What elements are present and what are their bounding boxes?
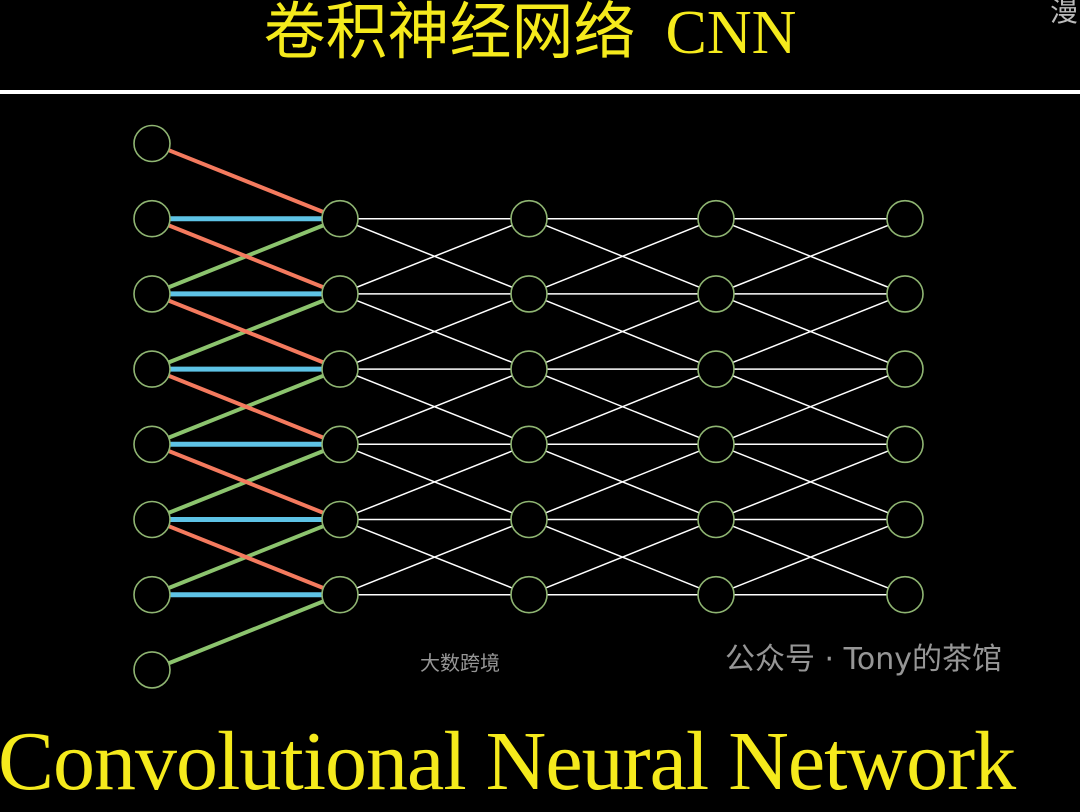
dense-connection <box>356 299 513 364</box>
kernel-connection-red <box>167 148 325 214</box>
hidden-node-layer-1 <box>321 500 359 539</box>
dense-connection <box>356 375 513 439</box>
input-node <box>133 575 171 614</box>
hidden-node-layer-2 <box>510 199 548 238</box>
dense-connection <box>356 224 513 288</box>
input-node <box>133 500 171 539</box>
subtitle: Convolutional Neural Network <box>0 715 1016 808</box>
divider <box>0 90 1080 94</box>
input-node <box>133 651 171 689</box>
wechat-watermark: 公众号 · Tony的茶馆 <box>725 642 1002 677</box>
hidden-node-layer-2 <box>510 500 548 539</box>
hidden-node-layer-4 <box>886 500 924 539</box>
hidden-node-layer-1 <box>321 350 359 388</box>
input-node <box>133 275 171 313</box>
input-node <box>133 425 171 464</box>
hidden-node-layer-1 <box>321 199 359 238</box>
hidden-node-layer-1 <box>321 275 359 313</box>
kernel-connection-red <box>167 524 325 590</box>
hidden-node-layer-4 <box>886 575 924 614</box>
kernel-connection-red <box>167 223 325 290</box>
corner-text: 漫 <box>1049 0 1078 28</box>
hidden-node-layer-2 <box>510 350 548 388</box>
dense-connection <box>545 450 700 514</box>
kernel-connection-red <box>167 449 325 515</box>
hidden-node-layer-4 <box>886 425 924 464</box>
dense-connection <box>732 375 889 439</box>
kernel-connection-red <box>167 298 325 365</box>
hidden-node-layer-3 <box>697 199 735 238</box>
page-title: 卷积神经网络 CNN <box>170 0 890 73</box>
dense-connection <box>545 525 700 589</box>
hidden-node-layer-3 <box>697 275 735 313</box>
kernel-connection-green <box>167 599 325 666</box>
dense-connection <box>545 299 700 364</box>
dense-connection <box>356 450 513 514</box>
kernel-connection-red <box>167 373 325 440</box>
dense-connection <box>732 299 889 364</box>
hidden-node-layer-3 <box>697 425 735 464</box>
hidden-node-layer-2 <box>510 575 548 614</box>
dense-connection <box>356 525 513 589</box>
hidden-node-layer-3 <box>697 350 735 388</box>
hidden-node-layer-2 <box>510 425 548 464</box>
dense-connection <box>732 525 889 589</box>
dense-connection <box>545 224 700 288</box>
title-en: CNN <box>665 0 797 67</box>
hidden-node-layer-3 <box>697 575 735 614</box>
hidden-node-layer-3 <box>697 500 735 539</box>
dense-connection <box>732 224 889 288</box>
input-node <box>133 199 171 238</box>
hidden-node-layer-1 <box>321 575 359 614</box>
input-node <box>133 124 171 163</box>
dense-connection <box>732 450 889 514</box>
hidden-node-layer-1 <box>321 425 359 464</box>
source-watermark: 大数跨境 <box>420 651 500 675</box>
hidden-node-layer-2 <box>510 275 548 313</box>
hidden-node-layer-4 <box>886 275 924 313</box>
title-zh: 卷积神经网络 <box>263 0 636 68</box>
hidden-node-layer-4 <box>886 199 924 238</box>
dense-connection <box>545 375 700 439</box>
hidden-node-layer-4 <box>886 350 924 388</box>
input-node <box>133 350 171 388</box>
